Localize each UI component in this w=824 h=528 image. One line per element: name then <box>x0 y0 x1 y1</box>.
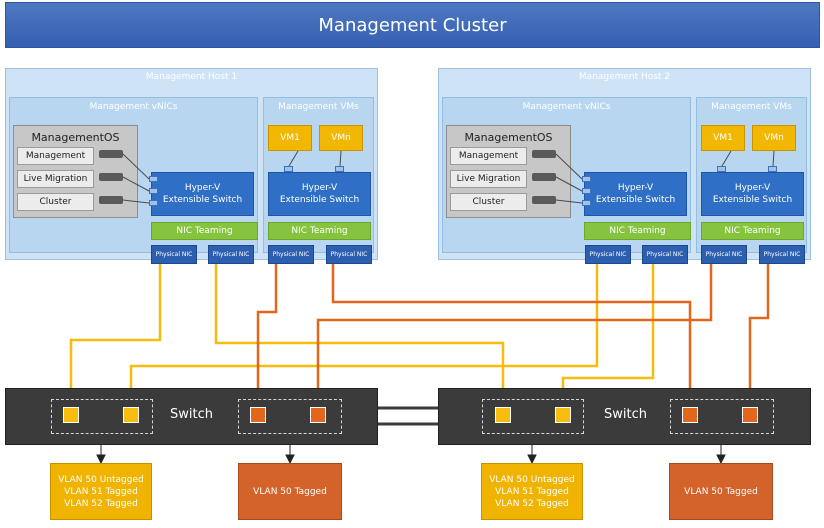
switch-1-yellow-group <box>51 399 153 434</box>
vlan-box-yellow-1: VLAN 50 Untagged VLAN 51 Tagged VLAN 52 … <box>50 463 152 520</box>
host-1-vm-port <box>284 166 293 172</box>
host-1-nic-teaming-mgmt: NIC Teaming <box>151 222 258 240</box>
host-1-mos-management: Management <box>17 147 94 165</box>
host-2-vnic-port <box>532 150 556 158</box>
switch-1-label: Switch <box>170 407 213 422</box>
vswitch-line1: Hyper-V <box>184 183 221 193</box>
host-2-vswitch-port <box>582 188 591 194</box>
switch-port-yellow <box>555 407 571 423</box>
cluster-title: Management Cluster <box>5 2 820 48</box>
host-1-vnic-port <box>99 173 123 181</box>
host-1-vm-port <box>335 166 344 172</box>
host-1-physical-nic: Physical NIC <box>208 245 254 264</box>
vswitch-line1: Hyper-V <box>734 183 771 193</box>
vlan-box-orange-1: VLAN 50 Tagged <box>238 463 342 520</box>
switch-port-orange <box>250 407 266 423</box>
host-2-vnic-port <box>532 173 556 181</box>
host-2-vm-port <box>717 166 726 172</box>
host-2-vswitch-port <box>582 200 591 206</box>
host-1-vmn: VMn <box>319 125 363 151</box>
host-2-vswitch-port <box>582 176 591 182</box>
vswitch-line2: Extensible Switch <box>162 195 243 205</box>
vlan-line: VLAN 52 Tagged <box>495 498 569 509</box>
host-2-vms-title: Management VMs <box>711 102 792 112</box>
switch-2-yellow-group <box>482 399 584 434</box>
host-1-physical-nic: Physical NIC <box>268 245 314 264</box>
host-2-title: Management Host 2 <box>578 72 671 82</box>
yellow-links <box>69 264 655 406</box>
switch-2-orange-group <box>670 399 774 434</box>
host-2-physical-nic: Physical NIC <box>642 245 688 264</box>
host-2-physical-nic: Physical NIC <box>585 245 631 264</box>
vswitch-line1: Hyper-V <box>617 183 654 193</box>
host-2-vswitch-vms: Hyper-V Extensible Switch <box>701 172 804 216</box>
host-2-vm1: VM1 <box>701 125 745 151</box>
vswitch-line2: Extensible Switch <box>279 195 360 205</box>
host-1-vswitch-vms: Hyper-V Extensible Switch <box>268 172 371 216</box>
vswitch-line1: Hyper-V <box>301 183 338 193</box>
switch-port-orange <box>310 407 326 423</box>
host-1-vswitch-port <box>149 200 158 206</box>
vlan-line: VLAN 51 Tagged <box>495 486 569 497</box>
host-2-vnic-port <box>532 196 556 204</box>
vswitch-line2: Extensible Switch <box>712 195 793 205</box>
host-2-nic-teaming-vms: NIC Teaming <box>701 222 804 240</box>
host-1-physical-nic: Physical NIC <box>326 245 372 264</box>
host-2-vswitch-mgmt: Hyper-V Extensible Switch <box>584 172 687 216</box>
vlan-line: VLAN 51 Tagged <box>64 486 138 497</box>
vlan-line: VLAN 52 Tagged <box>64 498 138 509</box>
switch-port-yellow <box>495 407 511 423</box>
host-2-physical-nic: Physical NIC <box>701 245 747 264</box>
switch-interconnect <box>378 406 438 426</box>
host-1-vnic-links <box>122 150 342 204</box>
host-1-vswitch-port <box>149 176 158 182</box>
switch-1-orange-group <box>238 399 342 434</box>
switch-port-yellow <box>123 407 139 423</box>
host-1-vnics-title: Management vNICs <box>89 102 178 112</box>
vlan-box-yellow-2: VLAN 50 Untagged VLAN 51 Tagged VLAN 52 … <box>481 463 583 520</box>
host-2-nic-teaming-mgmt: NIC Teaming <box>584 222 691 240</box>
host-1-nic-teaming-vms: NIC Teaming <box>268 222 371 240</box>
host-1-vnic-port <box>99 196 123 204</box>
host-1-vswitch-port <box>149 188 158 194</box>
host-1-vnic-port <box>99 150 123 158</box>
host-1-vswitch-mgmt: Hyper-V Extensible Switch <box>151 172 254 216</box>
switch-port-orange <box>742 407 758 423</box>
vlan-line: VLAN 50 Untagged <box>489 474 575 485</box>
orange-links <box>256 264 770 406</box>
host-1-mos-live-migration: Live Migration <box>17 170 94 188</box>
host-1-vm1: VM1 <box>268 125 312 151</box>
host-2-mos-title: ManagementOS <box>464 131 553 144</box>
host-1-mos-title: ManagementOS <box>31 131 120 144</box>
host-1-physical-nic: Physical NIC <box>151 245 197 264</box>
switch-port-orange <box>682 407 698 423</box>
host-1-vms-title: Management VMs <box>278 102 359 112</box>
host-1-title: Management Host 1 <box>145 72 238 82</box>
switch-port-yellow <box>63 407 79 423</box>
host-2-vmn: VMn <box>752 125 796 151</box>
host-2-mos-management: Management <box>450 147 527 165</box>
host-2-mos-cluster: Cluster <box>450 193 527 211</box>
host-2-mos-live-migration: Live Migration <box>450 170 527 188</box>
host-2-vnics-title: Management vNICs <box>522 102 611 112</box>
host-2-vnic-links <box>555 150 775 204</box>
vlan-box-orange-2: VLAN 50 Tagged <box>669 463 773 520</box>
host-2-vm-port <box>768 166 777 172</box>
switch-2-label: Switch <box>604 407 647 422</box>
host-2-physical-nic: Physical NIC <box>759 245 805 264</box>
vlan-line: VLAN 50 Untagged <box>58 474 144 485</box>
vswitch-line2: Extensible Switch <box>595 195 676 205</box>
host-1-mos-cluster: Cluster <box>17 193 94 211</box>
